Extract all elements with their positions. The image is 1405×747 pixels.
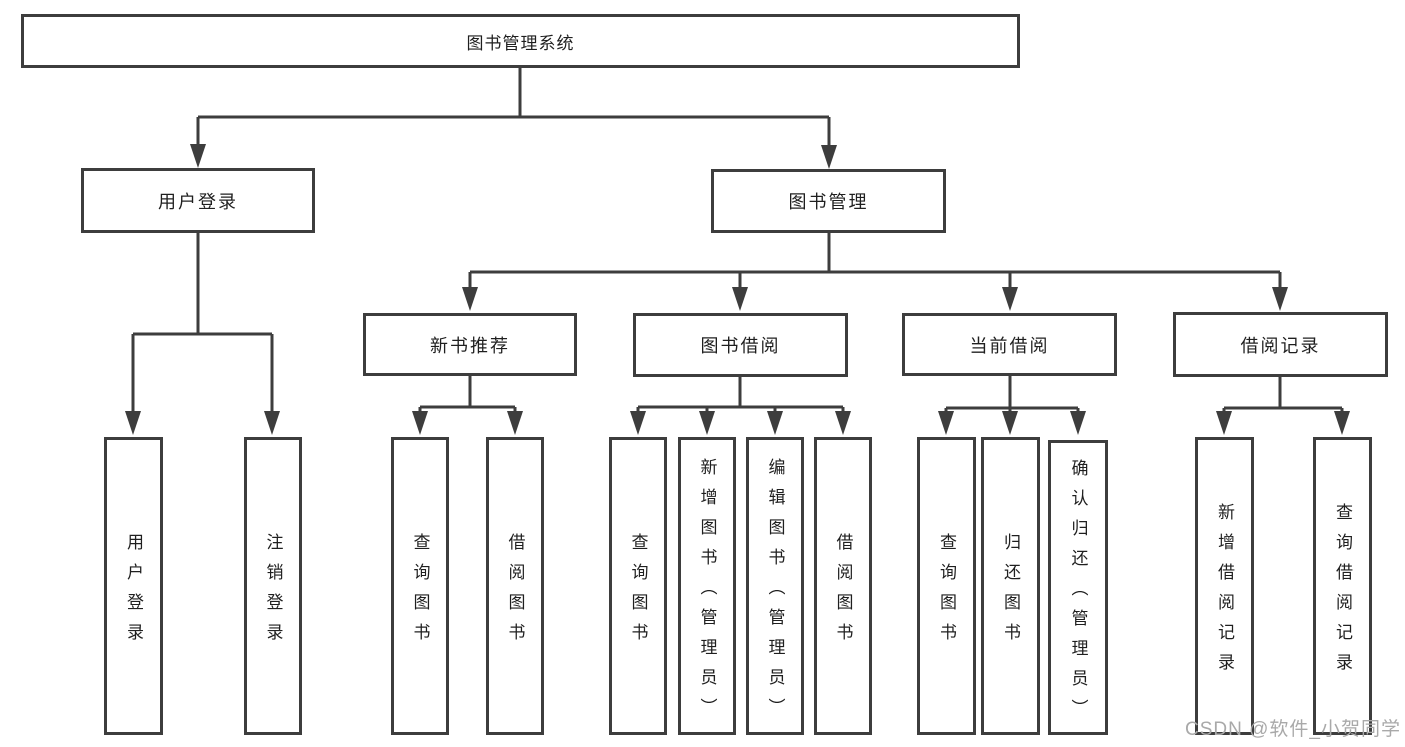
leaf-user-login: 用户登录 bbox=[104, 437, 163, 735]
leaf-borrow-book-recommend-label: 借阅图书 bbox=[505, 532, 525, 653]
csdn-watermark: CSDN @软件_小贺同学 bbox=[1185, 719, 1401, 740]
node-user-login-label: 用户登录 bbox=[158, 191, 238, 212]
leaf-logout-label: 注销登录 bbox=[263, 532, 283, 653]
leaf-edit-book-admin: 编辑图书（管理员） bbox=[746, 437, 804, 735]
leaf-query-borrow-record-label: 查询借阅记录 bbox=[1333, 502, 1352, 683]
node-root-system: 图书管理系统 bbox=[21, 14, 1020, 68]
leaf-return-book-label: 归还图书 bbox=[1001, 532, 1020, 653]
leaf-query-book-current-label: 查询图书 bbox=[937, 532, 956, 653]
node-current-borrow-label: 当前借阅 bbox=[969, 335, 1050, 356]
node-new-book-recommend-label: 新书推荐 bbox=[430, 335, 510, 356]
node-book-borrow: 图书借阅 bbox=[633, 313, 848, 377]
node-root-system-label: 图书管理系统 bbox=[466, 33, 575, 53]
leaf-add-book-admin-label: 新增图书（管理员） bbox=[697, 457, 717, 728]
node-new-book-recommend: 新书推荐 bbox=[363, 313, 577, 376]
node-current-borrow: 当前借阅 bbox=[902, 313, 1117, 376]
leaf-logout: 注销登录 bbox=[244, 437, 302, 735]
node-book-management: 图书管理 bbox=[711, 169, 946, 233]
leaf-return-book: 归还图书 bbox=[981, 437, 1040, 735]
leaf-confirm-return-admin-label: 确认归还（管理员） bbox=[1068, 459, 1088, 729]
leaf-edit-book-admin-label: 编辑图书（管理员） bbox=[765, 457, 785, 728]
leaf-query-book-borrow: 查询图书 bbox=[609, 437, 667, 735]
leaf-query-book-recommend-label: 查询图书 bbox=[410, 532, 430, 653]
leaf-borrow-book: 借阅图书 bbox=[814, 437, 872, 735]
leaf-query-book-current: 查询图书 bbox=[917, 437, 976, 735]
node-borrow-records: 借阅记录 bbox=[1173, 312, 1388, 377]
leaf-borrow-book-recommend: 借阅图书 bbox=[486, 437, 544, 735]
node-borrow-records-label: 借阅记录 bbox=[1240, 335, 1321, 356]
leaf-add-borrow-record: 新增借阅记录 bbox=[1195, 437, 1254, 735]
leaf-query-book-recommend: 查询图书 bbox=[391, 437, 449, 735]
leaf-confirm-return-admin: 确认归还（管理员） bbox=[1048, 440, 1108, 735]
leaf-add-borrow-record-label: 新增借阅记录 bbox=[1215, 502, 1234, 683]
leaf-query-borrow-record: 查询借阅记录 bbox=[1313, 437, 1372, 735]
leaf-query-book-borrow-label: 查询图书 bbox=[628, 532, 648, 653]
leaf-user-login-label: 用户登录 bbox=[124, 532, 143, 653]
leaf-add-book-admin: 新增图书（管理员） bbox=[678, 437, 736, 735]
node-book-management-label: 图书管理 bbox=[788, 192, 869, 212]
node-book-borrow-label: 图书借阅 bbox=[700, 336, 781, 356]
leaf-borrow-book-label: 借阅图书 bbox=[833, 532, 853, 653]
node-user-login: 用户登录 bbox=[81, 168, 315, 233]
